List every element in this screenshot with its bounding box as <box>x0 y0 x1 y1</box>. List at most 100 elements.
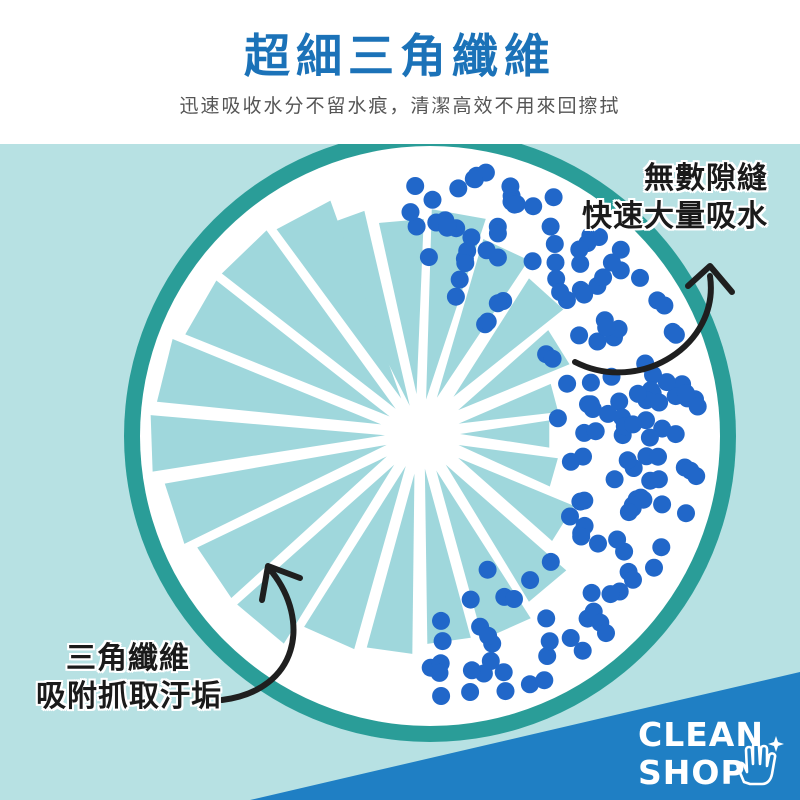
water-dot <box>432 611 450 630</box>
brand-line-1: CLEAN <box>638 715 764 754</box>
page-subtitle: 迅速吸收水分不留水痕，清潔高效不用來回擦拭 <box>179 95 621 117</box>
water-dot <box>597 624 615 643</box>
water-dot <box>430 663 449 682</box>
brand-logo: CLEAN SHOP <box>638 716 764 792</box>
water-dot <box>688 397 707 416</box>
water-dot <box>545 235 564 253</box>
water-dot <box>537 609 556 628</box>
callout-fiber-line1: 三角纖維 <box>66 641 190 676</box>
water-dot <box>478 312 497 331</box>
water-dot <box>488 248 507 267</box>
fiber-wedge <box>156 339 382 425</box>
water-dot <box>543 349 562 368</box>
water-dot <box>628 384 647 403</box>
water-dot <box>581 373 600 392</box>
water-dot <box>588 332 607 351</box>
water-dot <box>575 285 594 304</box>
water-dot <box>462 228 481 247</box>
water-dot <box>657 373 676 392</box>
water-dot <box>541 552 560 571</box>
water-dot <box>570 326 589 345</box>
fiber-wedge <box>445 464 567 602</box>
fiber-wedge <box>221 230 396 409</box>
water-dot <box>666 425 685 444</box>
water-dot <box>546 253 565 272</box>
fiber-wedge <box>453 278 564 397</box>
water-dot <box>438 218 457 237</box>
header: 超細三角纖維 迅速吸收水分不留水痕，清潔高效不用來回擦拭 <box>0 0 800 144</box>
fiber-wedge <box>237 464 395 644</box>
water-dot <box>582 583 601 602</box>
water-dot <box>663 322 682 341</box>
water-dot <box>407 217 426 236</box>
water-dot <box>572 527 591 546</box>
water-dot <box>677 504 695 523</box>
fiber-wedge <box>185 280 390 417</box>
fiber-wedge <box>366 473 415 654</box>
page-title: 超細三角纖維 <box>244 29 556 83</box>
water-dot <box>501 177 520 196</box>
arrow-left-icon <box>219 569 297 703</box>
water-dot <box>618 451 637 470</box>
fiber-wedge <box>304 465 406 650</box>
water-dot <box>575 491 594 510</box>
water-dot <box>461 590 480 609</box>
water-dot <box>619 503 638 522</box>
fiber-wedge <box>150 415 386 472</box>
water-dot <box>652 538 671 557</box>
water-dot <box>653 419 672 438</box>
fiber-wedge <box>276 200 402 399</box>
water-dot <box>481 652 500 670</box>
water-dot <box>624 570 642 589</box>
water-dot <box>597 318 616 337</box>
water-dot <box>462 661 481 680</box>
arrow-right-icon <box>572 273 714 376</box>
callout-gaps-line2: 快速大量吸水 <box>582 199 768 234</box>
water-dot <box>505 195 524 214</box>
water-dot <box>423 190 442 209</box>
water-dot <box>541 217 560 236</box>
water-dot <box>406 177 425 195</box>
water-dot <box>494 663 513 682</box>
water-dot <box>645 558 663 577</box>
water-dot <box>478 560 497 579</box>
water-dot <box>594 268 613 287</box>
fiber-wedge <box>460 420 550 448</box>
water-dot <box>561 629 580 647</box>
fiber-wedge <box>458 457 575 541</box>
water-dot <box>505 590 523 608</box>
water-dot <box>479 626 498 645</box>
water-dot <box>650 393 669 412</box>
water-dot <box>449 179 468 198</box>
illustration-panel: 無數隙縫 快速大量吸水 三角纖維 吸附抓取汙垢 <box>0 144 800 800</box>
fiber-wedge <box>458 383 559 424</box>
water-dot <box>496 682 515 701</box>
fiber-wedge <box>378 219 424 395</box>
water-dot <box>520 675 539 694</box>
fiber-wedge <box>164 444 387 544</box>
water-dot <box>653 495 672 514</box>
callout-fiber: 三角纖維 吸附抓取汙垢 <box>36 640 222 716</box>
water-dot <box>649 470 668 489</box>
water-dot <box>401 203 420 222</box>
water-dot <box>649 447 667 466</box>
water-dot <box>571 254 590 273</box>
water-dot <box>461 683 480 701</box>
water-dot <box>524 197 543 216</box>
water-dot <box>488 294 507 313</box>
water-dot <box>548 409 567 428</box>
water-dot <box>538 647 557 665</box>
water-dot <box>589 534 607 553</box>
water-dot <box>456 254 475 273</box>
water-dot <box>605 470 624 489</box>
water-dot <box>586 422 605 441</box>
water-dot <box>544 188 563 207</box>
callout-gaps: 無數隙縫 快速大量吸水 <box>582 160 768 236</box>
water-dot <box>676 384 695 403</box>
water-dot <box>521 571 540 590</box>
water-dot <box>561 507 579 526</box>
hand-sparkle-icon <box>736 736 784 786</box>
water-dot <box>433 632 452 651</box>
water-dot <box>610 392 629 411</box>
water-dot <box>640 428 659 447</box>
